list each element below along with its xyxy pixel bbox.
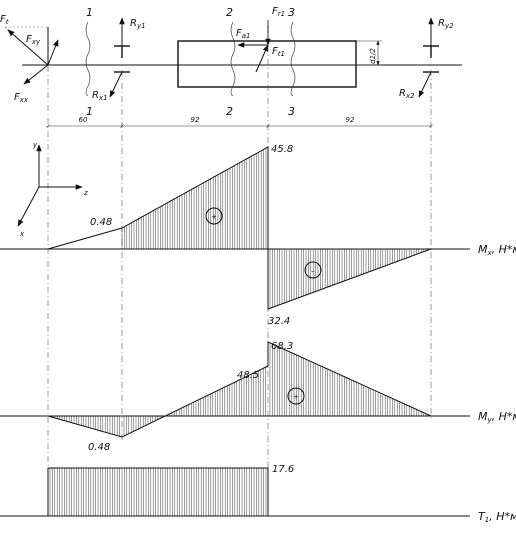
section-2-bottom: 2 xyxy=(226,105,233,118)
section-1-bottom: 1 xyxy=(86,105,93,118)
axis-y-label: y xyxy=(32,141,38,149)
my-hatch xyxy=(49,342,432,437)
torque-diagram: 17.6 T1, H*м xyxy=(0,464,516,524)
mx-value-458: 45.8 xyxy=(271,144,293,155)
force-fxy-label: Fxy xyxy=(26,34,41,46)
force-fxx-label: Fxx xyxy=(14,92,29,104)
shaft-scheme: d1/2 Ft Fxy Fxx Ry1 Rx1 xyxy=(0,6,462,127)
my-value-048: 0.48 xyxy=(88,442,110,453)
coordinate-axes: y z x xyxy=(17,141,88,238)
axis-x-label: x xyxy=(19,230,25,238)
dimension-92-b: 92 xyxy=(346,116,355,124)
radius-dimension: d1/2 xyxy=(369,48,377,64)
section-1-top: 1 xyxy=(86,6,93,19)
reaction-ry2-label: Ry2 xyxy=(438,18,454,30)
my-diagram: + 0.48 48.5 68.3 My, H*м xyxy=(0,341,516,453)
force-fr1-label: Fr1 xyxy=(272,6,285,18)
bearing-support-1 xyxy=(114,45,130,73)
my-area xyxy=(47,341,432,438)
mx-axis-label: Mx, H*м xyxy=(478,243,516,257)
my-sign-plus: + xyxy=(293,393,299,401)
bearing-support-2 xyxy=(423,45,439,73)
left-end-forces xyxy=(4,26,59,85)
axis-z-label: z xyxy=(83,189,88,197)
my-value-683: 68.3 xyxy=(271,341,293,352)
mx-negative-area xyxy=(267,248,432,310)
mx-sign-minus: – xyxy=(311,267,315,275)
torque-value-176: 17.6 xyxy=(272,464,294,475)
reaction-ry1-label: Ry1 xyxy=(130,18,146,30)
torque-area xyxy=(47,467,269,516)
section-2-top: 2 xyxy=(226,6,233,19)
dimension-60: 60 xyxy=(79,116,88,124)
force-ft1-label: Ft1 xyxy=(272,46,285,58)
mx-sign-plus: + xyxy=(211,213,217,221)
reaction-rx1-label: Rx1 xyxy=(92,90,108,102)
section-3-bottom: 3 xyxy=(288,105,295,118)
section-3-top: 3 xyxy=(288,6,295,19)
mx-diagram: + – 0.48 45.8 32.4 Mx, H*м xyxy=(0,144,516,327)
t-hatch xyxy=(49,468,267,516)
mx-value-048: 0.48 xyxy=(90,217,112,228)
mx-value-324: 32.4 xyxy=(268,316,290,327)
force-fa1-label: Fa1 xyxy=(236,28,251,40)
my-axis-label: My, H*м xyxy=(478,410,516,424)
force-ft-label: Ft xyxy=(0,14,9,26)
reaction-rx2-label: Rx2 xyxy=(399,88,415,100)
mx-hatch xyxy=(121,148,432,309)
mx-positive-area xyxy=(47,146,269,250)
dimension-92-a: 92 xyxy=(191,116,200,124)
my-value-485: 48.5 xyxy=(237,370,259,381)
torque-axis-label: T1, H*м xyxy=(478,510,516,524)
